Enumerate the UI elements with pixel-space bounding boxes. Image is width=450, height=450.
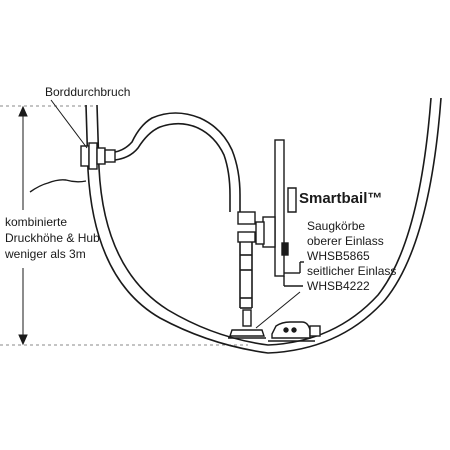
side-inlet-strainer — [268, 321, 321, 342]
boat-hull — [85, 97, 442, 354]
strainer-label-line-4: seitlicher Einlass — [307, 264, 396, 278]
strainer-label-line-1: Saugkörbe — [307, 219, 365, 233]
head-dimension-arrow — [18, 105, 28, 346]
head-label-line-1: kombinierte — [5, 215, 67, 229]
hose-joint — [237, 211, 256, 243]
through-hull-leader — [50, 99, 88, 149]
strainer-label-line-2: oberer Einlass — [307, 234, 384, 248]
strainer-leader — [255, 291, 301, 329]
strainer-label-line-5: WHSB4222 — [307, 279, 370, 293]
pump-body — [239, 242, 253, 309]
head-label-line-2: Druckhöhe & Hub — [5, 231, 100, 245]
through-hull-fitting — [80, 142, 116, 170]
strainer-label-line-3: WHSB5865 — [307, 249, 370, 263]
top-inlet-strainer — [228, 309, 266, 339]
smartbail-switch — [255, 139, 304, 287]
power-cable — [29, 179, 87, 193]
through-hull-label: Borddurchbruch — [45, 85, 130, 99]
discharge-hose — [114, 112, 241, 212]
product-name-label: Smartbail™ — [299, 190, 382, 207]
head-label-line-3: weniger als 3m — [4, 247, 86, 261]
